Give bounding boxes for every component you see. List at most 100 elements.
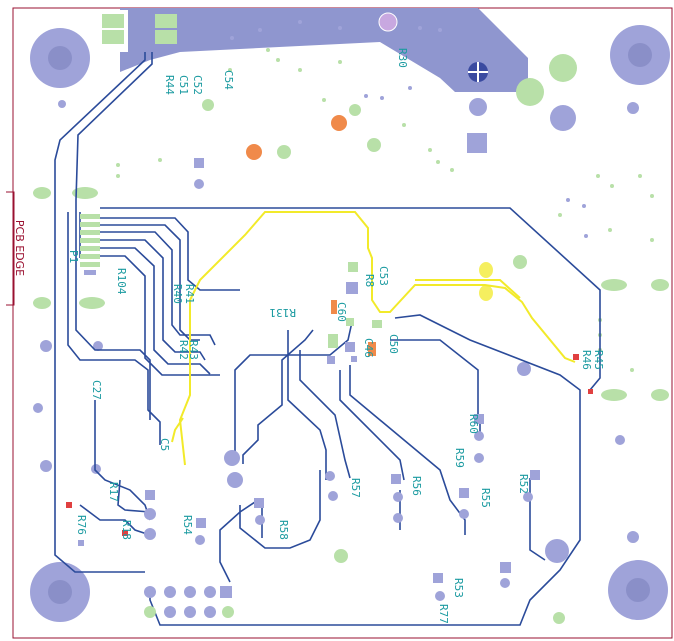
designator-r46: R46: [580, 350, 593, 370]
designator-r58: R58: [277, 520, 290, 540]
via-2: [58, 100, 66, 108]
copper-traces: [54, 52, 601, 626]
designator-r45: R45: [592, 350, 605, 370]
designator-r43: R43: [187, 340, 200, 360]
highlighted-net: [171, 211, 576, 466]
red-marker-right: [588, 389, 593, 394]
pad-round-1: [549, 54, 577, 82]
pad-square-1: [467, 133, 487, 153]
connector-p1: [80, 214, 100, 275]
designator-c60: C60: [335, 302, 348, 322]
pad-orange-2: [331, 115, 347, 131]
highlight-pad-1: [479, 262, 493, 278]
resistor-pads-right: [254, 414, 540, 601]
component-cluster-center: [327, 262, 382, 364]
via-1: [627, 102, 639, 114]
pads-lower-left: [66, 450, 243, 546]
small-vias-cluster: [230, 20, 588, 238]
designator-r42: R42: [177, 340, 190, 360]
via-6: [33, 403, 43, 413]
pad-top-3: [155, 14, 177, 28]
designator-r53: R53: [452, 578, 465, 598]
designator-r18: R18: [120, 520, 133, 540]
designator-r30: R30: [396, 48, 409, 68]
via-large-top: [378, 12, 398, 32]
pad-round-12: [553, 612, 565, 624]
pad-round-11: [545, 539, 569, 563]
via-8: [93, 341, 103, 351]
edge-bracket: [6, 191, 15, 306]
designator-r59: R59: [453, 448, 466, 468]
pad-oval-2: [72, 187, 98, 199]
designator-c52: C52: [191, 75, 204, 95]
mounting-hole-bottom-right-inner: [626, 578, 650, 602]
pad-oval-4: [79, 297, 105, 309]
via-12: [500, 578, 510, 588]
pad-orange-1: [246, 144, 262, 160]
copper-pour-top: [120, 8, 528, 92]
designator-c54: C54: [222, 70, 235, 90]
designator-r52: R52: [517, 474, 530, 494]
pad-square-2: [194, 158, 204, 168]
designator-r131: R131: [270, 306, 297, 319]
designator-r17: R17: [107, 482, 120, 502]
pad-round-6: [277, 145, 291, 159]
designator-c51: C51: [177, 75, 190, 95]
pad-top-2: [102, 30, 124, 44]
pad-round-4: [469, 98, 487, 116]
mounting-hole-top-left-inner: [48, 46, 72, 70]
designator-r57: R57: [349, 478, 362, 498]
mounting-hole-top-right-inner: [628, 43, 652, 67]
pad-oval-6: [651, 279, 669, 291]
via-9: [91, 464, 101, 474]
pad-round-3: [550, 105, 576, 131]
via-3: [194, 179, 204, 189]
designator-c53: C53: [377, 266, 390, 286]
pad-top-4: [155, 30, 177, 44]
designator-r40: R40: [171, 284, 184, 304]
via-11: [627, 531, 639, 543]
designator-r77: R77: [437, 604, 450, 624]
via-7: [40, 460, 52, 472]
pad-round-7: [349, 104, 361, 116]
pad-oval-1: [33, 187, 51, 199]
via-4: [517, 362, 531, 376]
via-10: [615, 435, 625, 445]
pad-top-1: [102, 14, 124, 28]
pad-square-3: [500, 562, 511, 573]
designator-r55: R55: [479, 488, 492, 508]
red-marker-r45: [573, 354, 579, 360]
pad-oval-8: [651, 389, 669, 401]
via-5: [40, 340, 52, 352]
silkscreen-designators: P1 R104 R131 C60 R8 C53 C50 C46 R45 R46 …: [67, 48, 605, 624]
designator-p1: P1: [67, 250, 80, 263]
designator-c46: C46: [362, 338, 375, 358]
small-pads-cluster: [116, 48, 654, 372]
designator-r8: R8: [363, 274, 376, 287]
designator-r60: R60: [467, 414, 480, 434]
highlighted-net-2: [415, 279, 521, 299]
pad-round-9: [513, 255, 527, 269]
designator-r56: R56: [410, 476, 423, 496]
designator-c50: C50: [387, 334, 400, 354]
pad-oval-7: [601, 389, 627, 401]
designator-r54: R54: [181, 515, 194, 535]
pad-round-5: [367, 138, 381, 152]
mounting-hole-bottom-left-inner: [48, 580, 72, 604]
designator-c27: C27: [90, 380, 103, 400]
highlight-pad-2: [479, 285, 493, 301]
pad-round-8: [202, 99, 214, 111]
designator-r104: R104: [115, 268, 128, 295]
pad-oval-5: [601, 279, 627, 291]
header-bottom: [144, 586, 234, 618]
pad-oval-3: [33, 297, 51, 309]
designator-r41: R41: [183, 284, 196, 304]
designator-r76: R76: [75, 515, 88, 535]
designator-r44: R44: [163, 75, 176, 95]
designator-c5: C5: [158, 438, 171, 451]
pad-round-2: [516, 78, 544, 106]
pad-round-10: [334, 549, 348, 563]
pcb-edge-label: PCB EDGE: [13, 220, 26, 276]
